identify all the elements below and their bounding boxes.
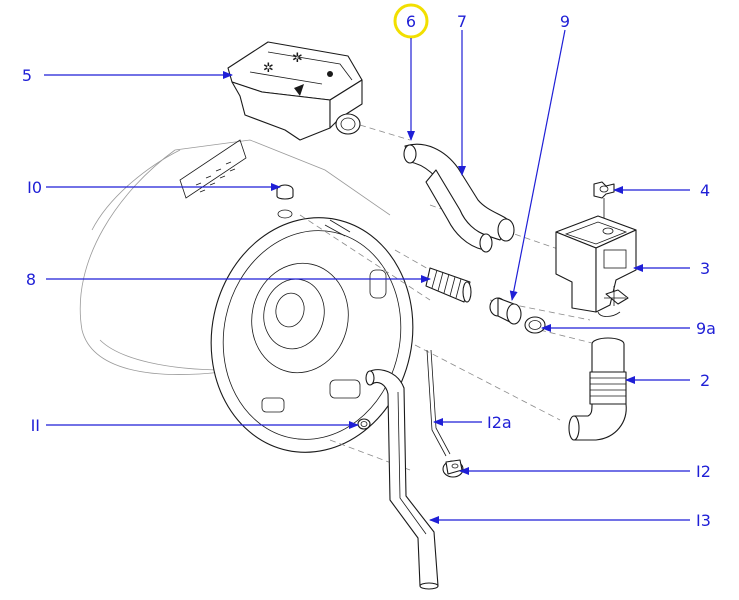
callout-9: 9 xyxy=(560,12,570,31)
callout-2: 2 xyxy=(700,371,710,390)
callout-highlight-ring xyxy=(393,3,429,39)
callout-7: 7 xyxy=(457,12,467,31)
leader-lines xyxy=(44,29,690,524)
callout-11: II xyxy=(31,416,40,435)
callout-5: 5 xyxy=(22,66,32,85)
ring-seal xyxy=(524,316,546,334)
nozzle xyxy=(489,297,522,325)
elbow-hose xyxy=(568,337,627,441)
callout-12: I2 xyxy=(696,462,711,481)
heater-wire xyxy=(426,349,451,457)
callout-labels: 5 6 7 9 I0 4 3 8 9a 2 II I2a I2 I3 xyxy=(22,12,716,530)
callout-8: 8 xyxy=(26,270,36,289)
svg-text:✲: ✲ xyxy=(292,51,303,66)
callout-9a: 9a xyxy=(696,319,716,338)
corrugated-hose xyxy=(425,267,472,303)
callout-13: I3 xyxy=(696,511,711,530)
air-trap-box xyxy=(555,215,637,317)
y-hose xyxy=(403,143,515,253)
callout-3: 3 xyxy=(700,259,710,278)
drum-vent-slots xyxy=(195,161,236,193)
callout-4: 4 xyxy=(700,181,710,200)
callout-12a: I2a xyxy=(487,413,512,432)
grommet xyxy=(276,184,294,219)
sensor-cap xyxy=(442,459,464,478)
leader-9 xyxy=(509,29,566,301)
small-nut xyxy=(357,418,371,430)
dispenser-housing: ✲ ✲ xyxy=(227,41,363,141)
callout-6: 6 xyxy=(406,12,416,31)
drum-tub xyxy=(79,139,414,453)
svg-text:✲: ✲ xyxy=(263,61,274,76)
callout-10: I0 xyxy=(27,178,42,197)
drain-hose xyxy=(365,369,439,590)
